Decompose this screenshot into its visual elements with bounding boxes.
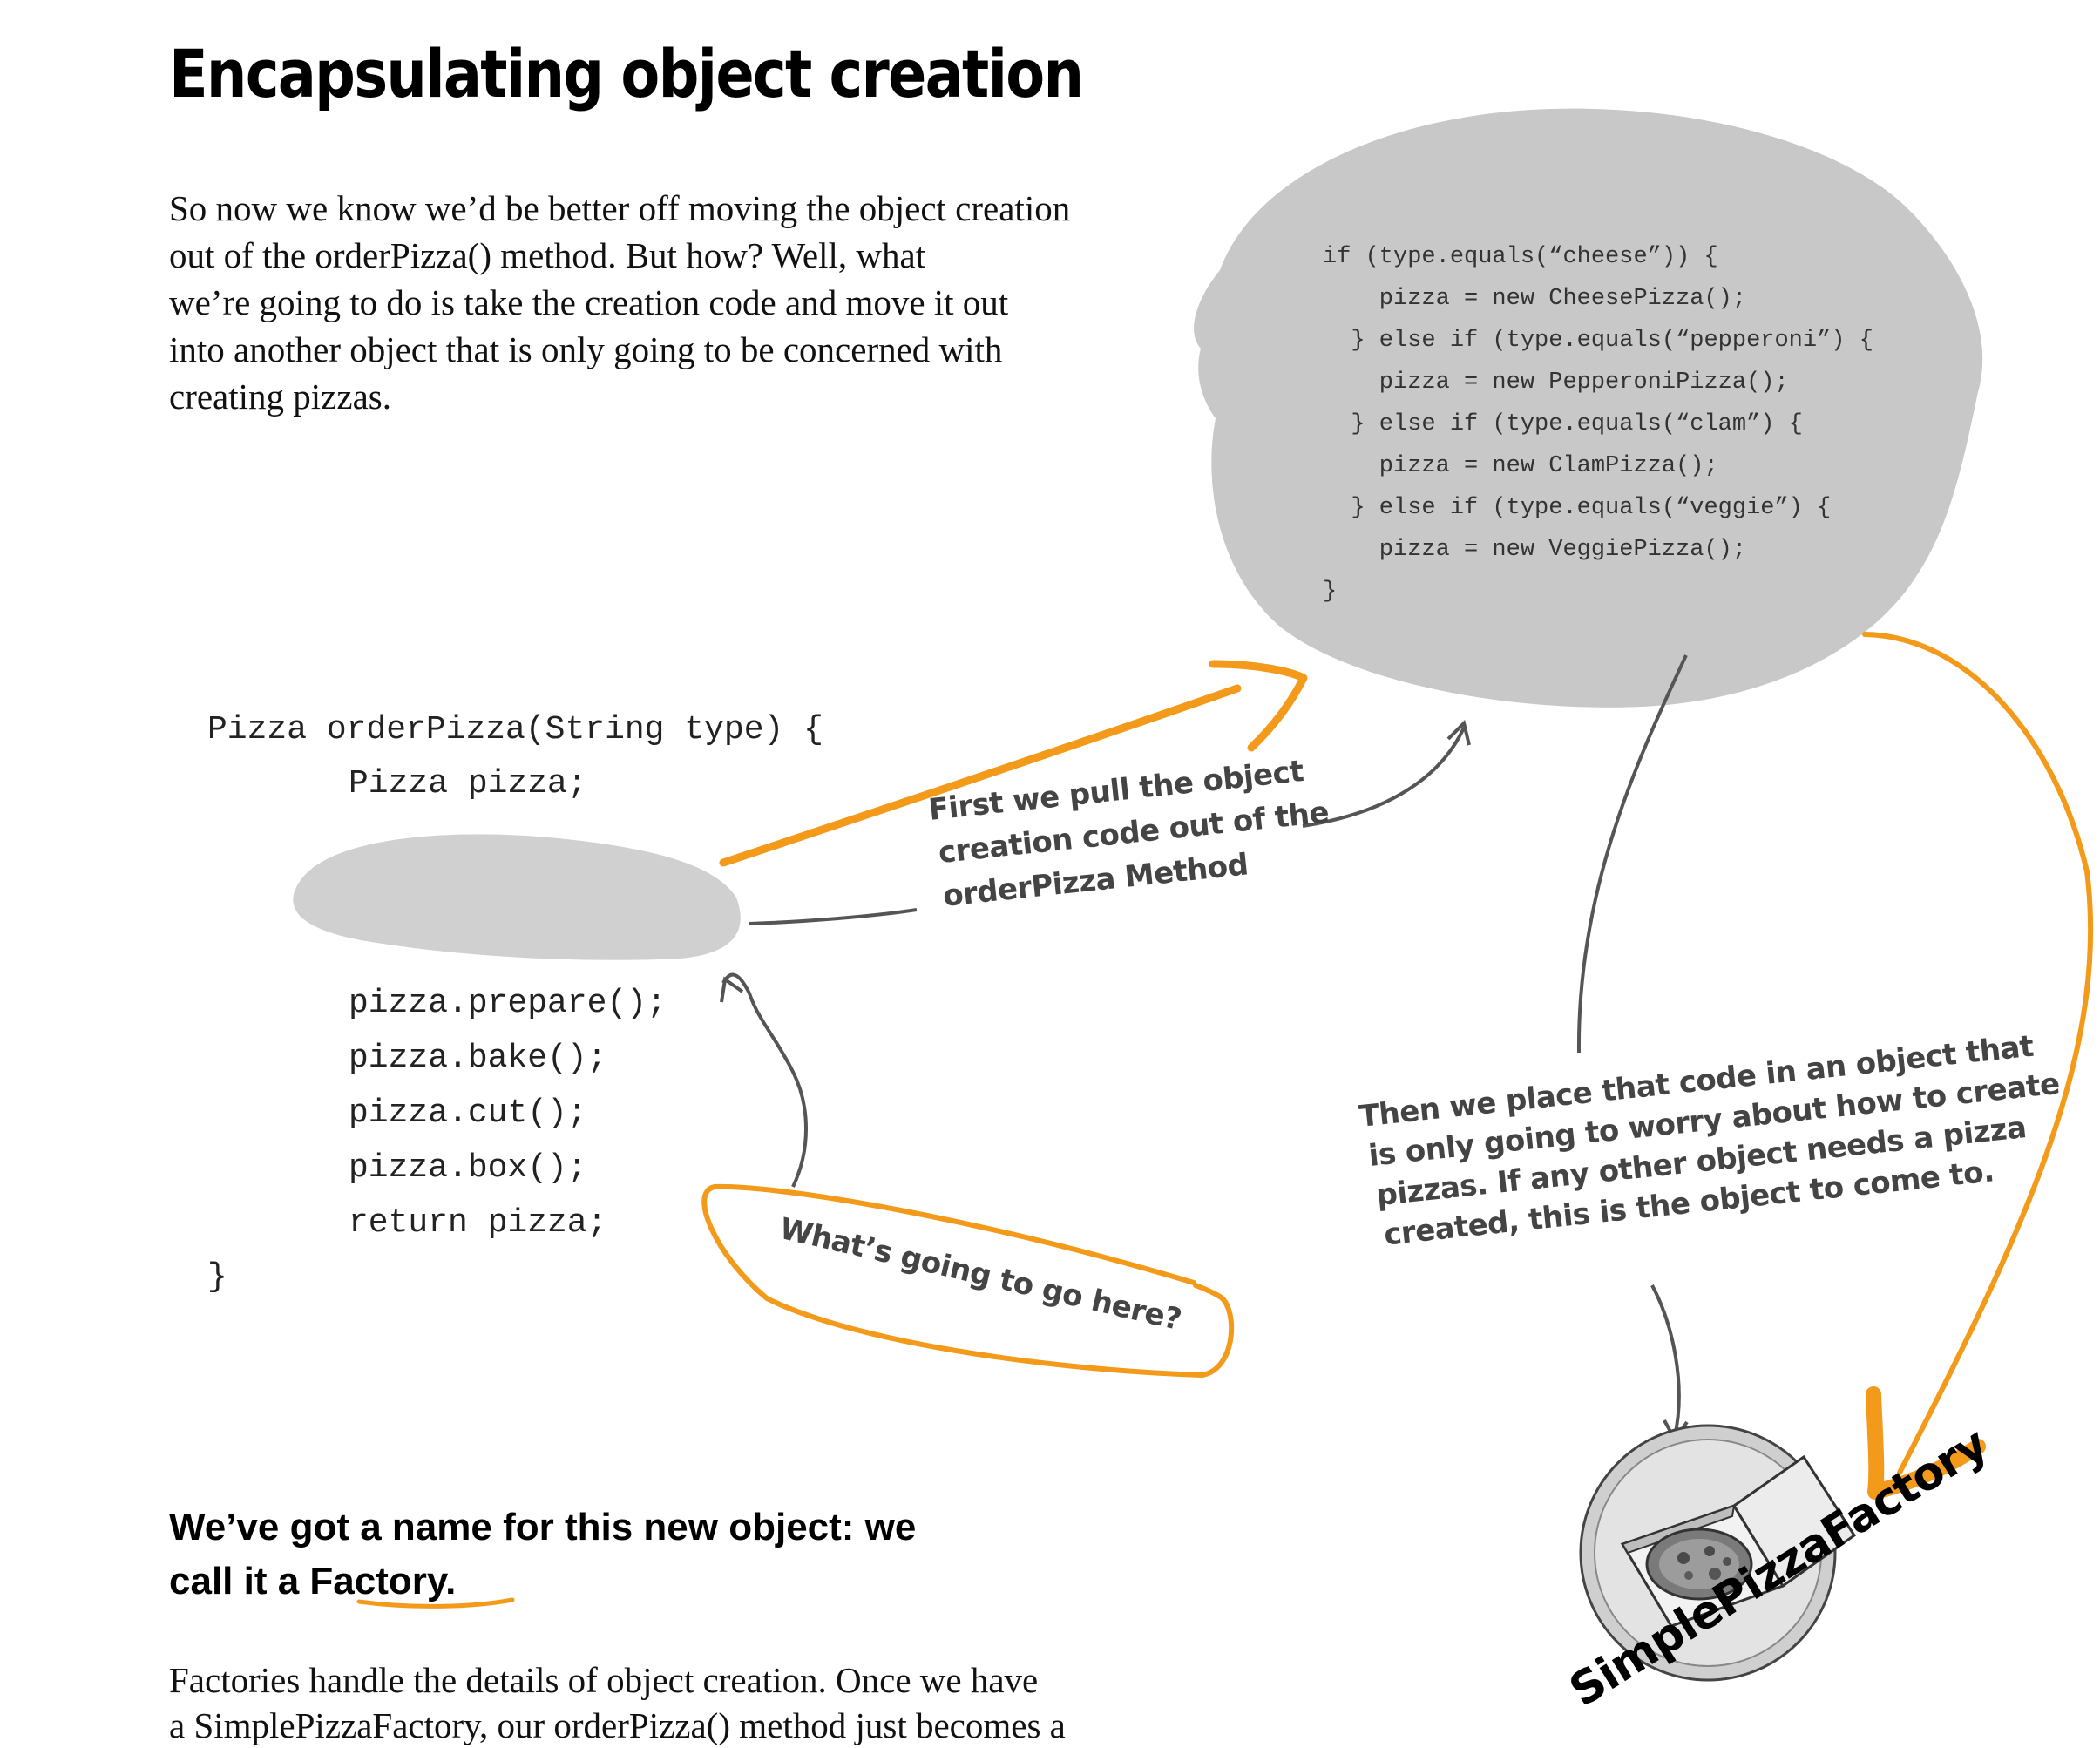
pizza-factory-image <box>1579 1424 1857 1682</box>
intro-line: into another object that is only going t… <box>169 329 1003 369</box>
factory-underline <box>356 1597 515 1609</box>
intro-line: creating pizzas. <box>169 376 391 417</box>
orange-arrow-head-2 <box>1866 1386 1986 1500</box>
blob-code-line: pizza = new CheesePizza(); <box>1323 286 1747 312</box>
page-title: Encapsulating object creation <box>169 35 1084 112</box>
intro-line: out of the orderPizza() method. But how?… <box>169 235 926 275</box>
intro-line: we’re going to do is take the creation c… <box>169 282 1009 322</box>
subhead-line-1: We’ve got a name for this new object: we <box>169 1506 917 1548</box>
code-close-brace: } <box>207 1258 227 1296</box>
bottom-line: a SimplePizzaFactory, our orderPizza() m… <box>169 1705 1066 1745</box>
gray-arrow-head-2 <box>720 976 744 1003</box>
bottom-paragraph: Factories handle the details of object c… <box>169 1657 1215 1748</box>
blob-code-line: } else if (type.equals(“pepperoni”) { <box>1323 328 1873 354</box>
empty-slot-blob <box>293 834 741 960</box>
bottom-line: Factories handle the details of object c… <box>169 1660 1039 1700</box>
subhead-line-2: call it a Factory. <box>169 1555 1171 1609</box>
gray-arrow-question <box>721 972 808 1188</box>
question-oval <box>701 1183 1235 1379</box>
blob-code-line: } else if (type.equals(“veggie”) { <box>1323 495 1832 521</box>
subhead-prefix: call it a <box>169 1560 310 1602</box>
code-box: pizza.box(); <box>349 1149 587 1187</box>
code-bake: pizza.bake(); <box>349 1040 607 1077</box>
code-cut: pizza.cut(); <box>349 1094 587 1132</box>
orange-arrow-to-blob <box>719 684 1242 867</box>
factory-term: Factory. <box>309 1560 457 1602</box>
blob-code-line: pizza = new VeggiePizza(); <box>1323 537 1747 563</box>
gray-line-blob-to-note <box>1576 654 1688 1054</box>
gray-arrow-to-pizza <box>1650 1284 1681 1437</box>
gray-line-to-note <box>749 908 918 925</box>
blob-code-line: } else if (type.equals(“clam”) { <box>1323 411 1803 437</box>
factory-subheading: We’ve got a name for this new object: we… <box>169 1501 1171 1609</box>
blob-code-line: pizza = new ClamPizza(); <box>1323 453 1718 479</box>
code-return: return pizza; <box>349 1204 607 1242</box>
code-declaration: Pizza pizza; <box>349 765 587 803</box>
orange-arrow-head-1 <box>1209 660 1308 752</box>
gray-arrow-head-1 <box>1446 720 1471 746</box>
intro-line: So now we know we’d be better off moving… <box>169 188 1071 228</box>
code-blob <box>1194 108 1983 708</box>
code-prepare: pizza.prepare(); <box>349 985 667 1022</box>
blob-code-line: } <box>1323 579 1338 605</box>
blob-code-line: if (type.equals(“cheese”)) { <box>1323 244 1718 270</box>
gray-arrow-to-blob <box>1302 727 1466 828</box>
code-signature: Pizza orderPizza(String type) { <box>207 711 823 749</box>
blob-code-line: pizza = new PepperoniPizza(); <box>1323 369 1789 396</box>
intro-paragraph: So now we know we’d be better off moving… <box>169 185 1171 420</box>
orange-arrow-to-factory <box>1862 632 2094 1475</box>
